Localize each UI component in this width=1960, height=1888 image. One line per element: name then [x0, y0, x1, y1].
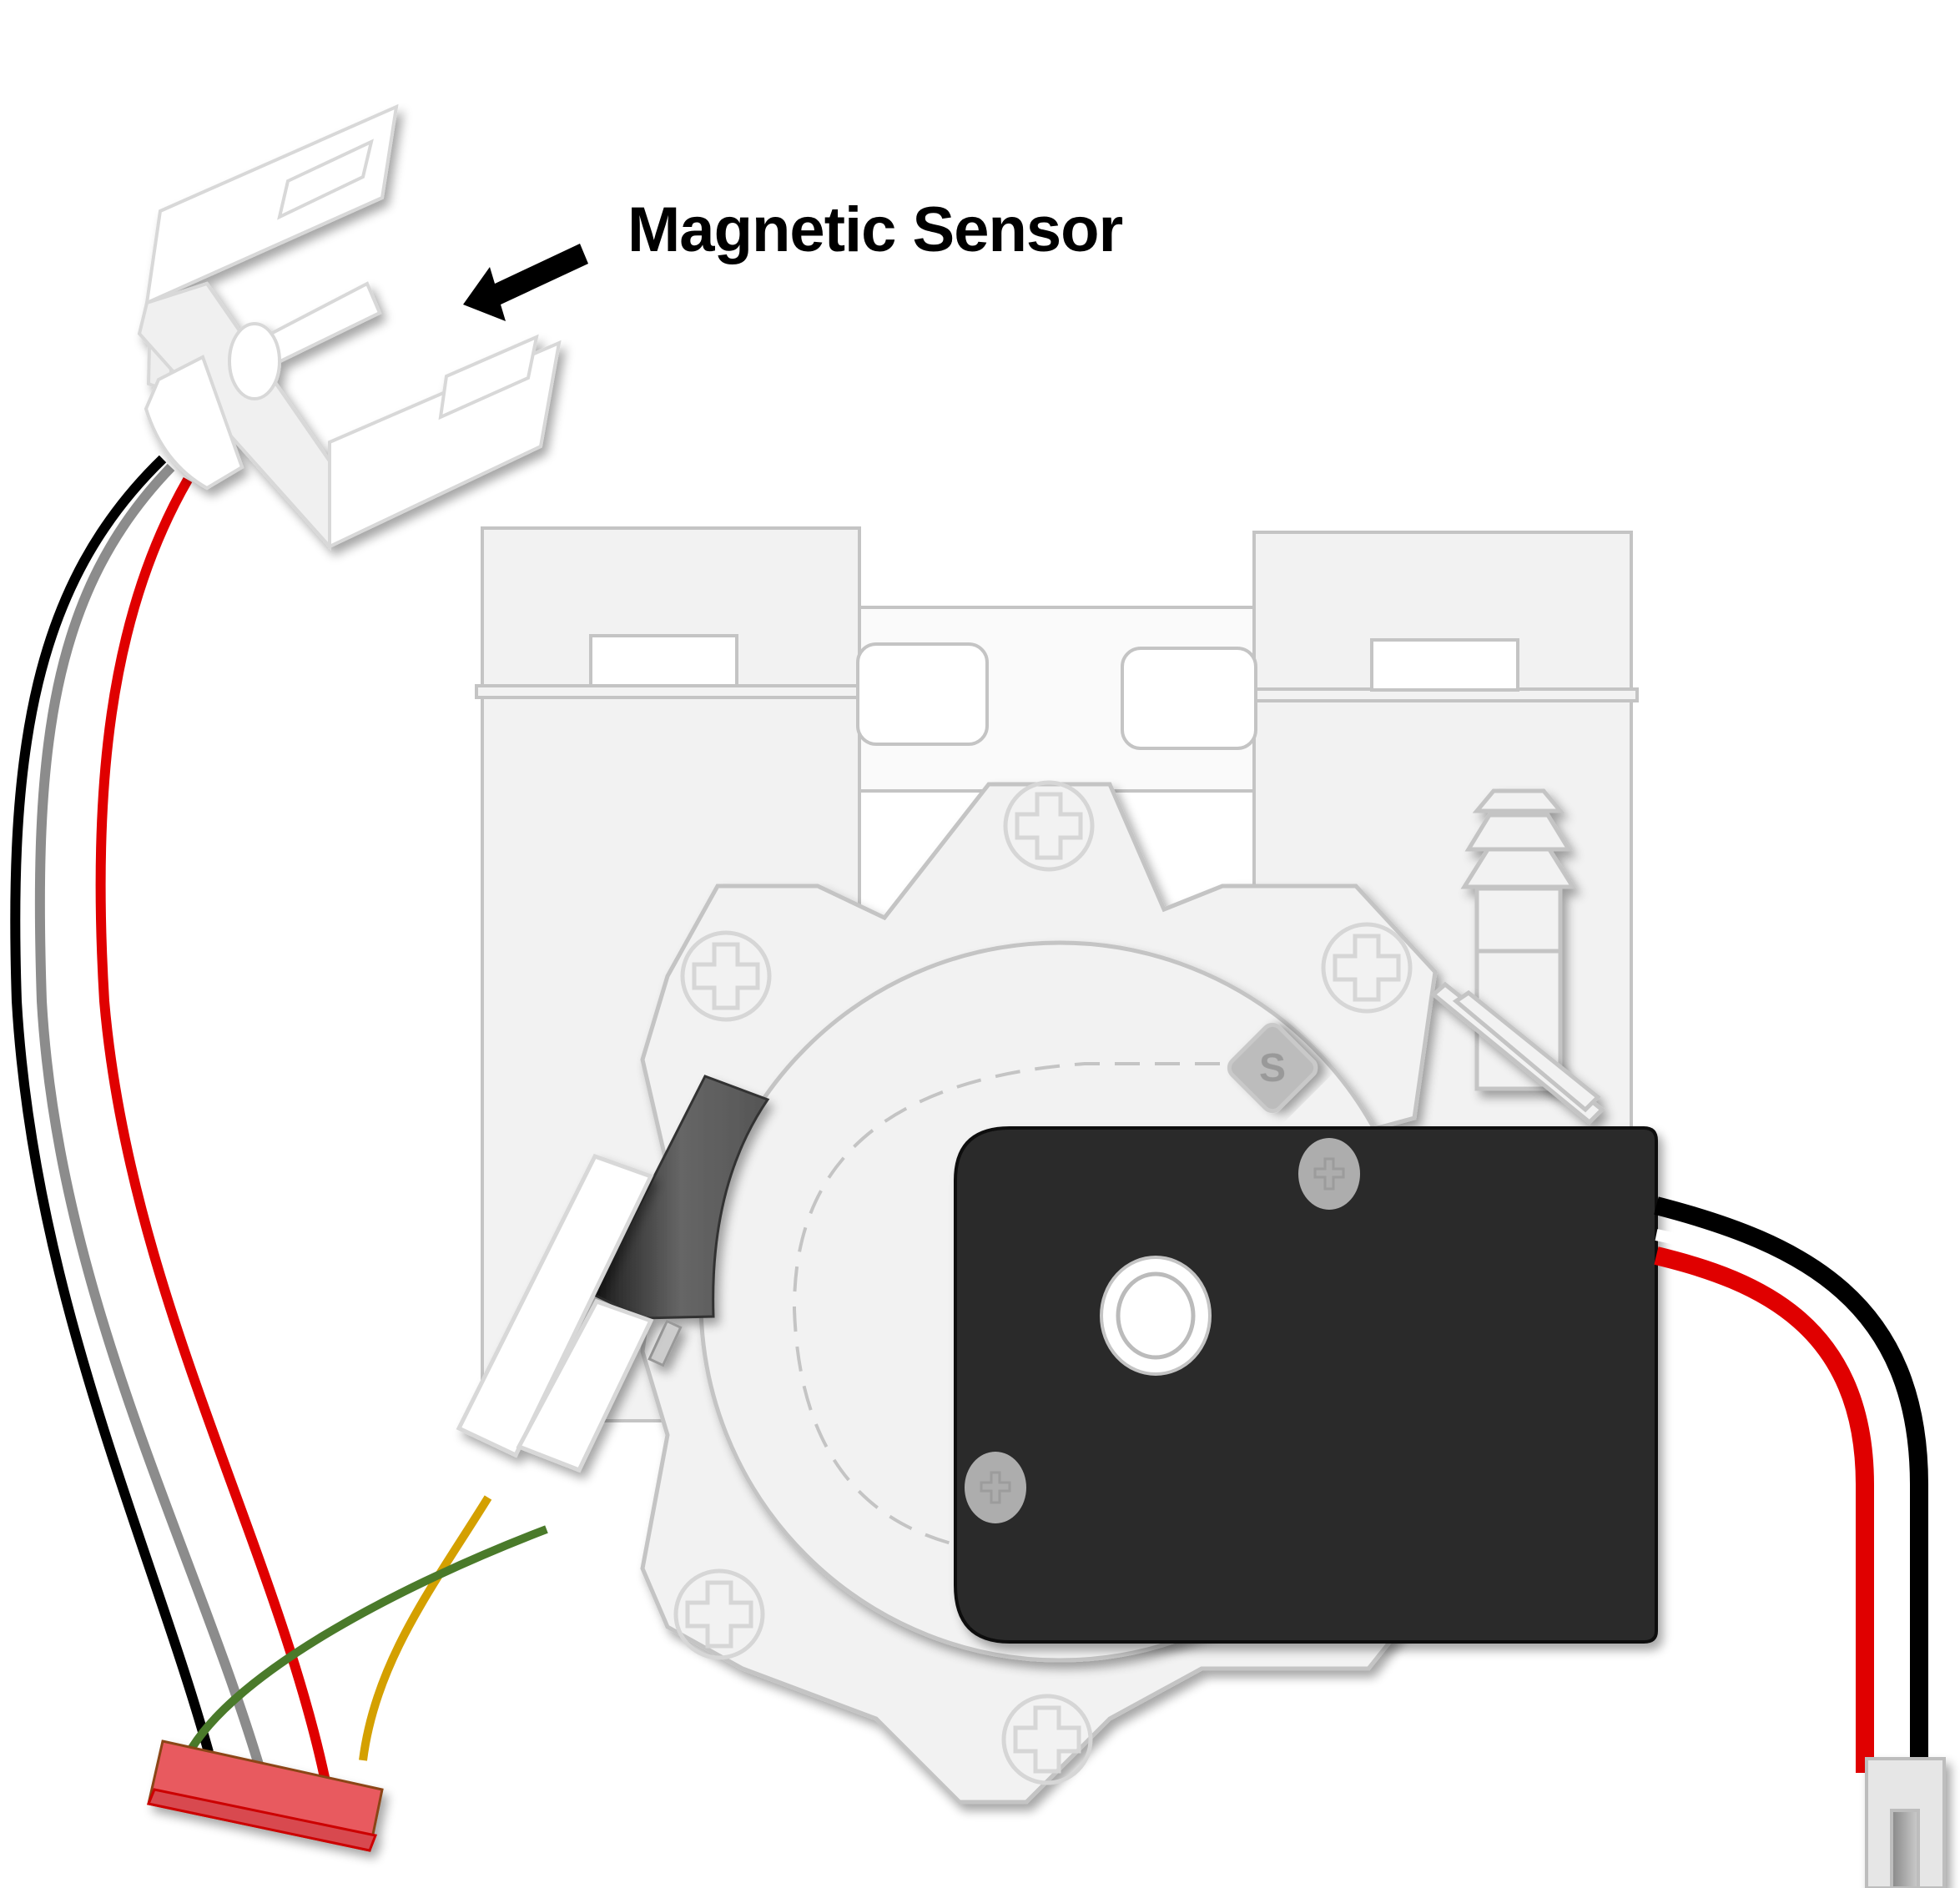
- screw-icon: [1001, 1694, 1093, 1785]
- magnet-letter: S: [1259, 1046, 1286, 1090]
- screw-icon: [680, 930, 772, 1022]
- motor-wires: [1654, 1196, 1928, 1773]
- magnetic-sensor: [137, 103, 562, 551]
- motor-screw-icon: [965, 1452, 1026, 1523]
- housing-screws: [673, 780, 1413, 1785]
- screw-icon: [673, 1568, 765, 1660]
- two-pin-connector: [1865, 1757, 1946, 1888]
- reed-switch: [456, 1153, 654, 1473]
- screw-icon: [1003, 780, 1095, 872]
- sensor-wires: [10, 455, 330, 1783]
- reed-wires: [188, 1495, 548, 1761]
- magnetic-sensor-label: Magnetic Sensor: [627, 194, 1123, 265]
- motor: [954, 1126, 1658, 1644]
- arrow-icon: [463, 244, 588, 321]
- magnet-block: [592, 1075, 770, 1367]
- diagonal-tube: [1430, 981, 1605, 1125]
- five-pin-connector: [146, 1739, 384, 1852]
- motor-screw-icon: [1298, 1138, 1360, 1210]
- screw-icon: [1321, 922, 1413, 1014]
- magnet-marker: S: [1227, 1022, 1318, 1114]
- motor-shaft: [1100, 1256, 1212, 1376]
